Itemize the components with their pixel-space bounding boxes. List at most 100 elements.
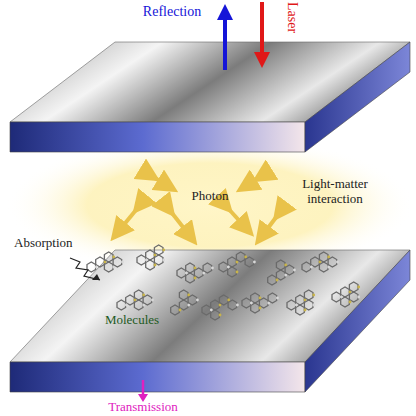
interaction-label: Light-matter interaction	[290, 177, 380, 207]
top-mirror	[10, 42, 410, 152]
molecule-ring	[328, 257, 337, 267]
molecule-ring	[319, 262, 328, 272]
molecules-drawing	[87, 245, 360, 320]
atom	[194, 277, 197, 280]
atom	[162, 259, 165, 262]
molecule-ring	[146, 250, 155, 260]
laser-arrow	[260, 2, 264, 60]
atom	[219, 314, 222, 317]
molecule-ring	[113, 257, 122, 267]
reflection-label: Reflection	[143, 4, 201, 20]
atom	[310, 266, 313, 269]
molecule-ring	[104, 262, 113, 272]
atom	[357, 286, 360, 289]
reflection-arrow	[223, 14, 227, 70]
molecule-ring	[341, 287, 350, 297]
atom	[312, 304, 315, 307]
molecule-ring	[179, 300, 188, 310]
absorption-label: Absorption	[14, 236, 73, 251]
atom	[185, 272, 188, 275]
molecule-ring	[202, 305, 211, 315]
molecule-ring	[236, 252, 245, 262]
molecule-ring	[245, 257, 254, 267]
laser-head	[254, 52, 270, 68]
molecule-ring	[296, 305, 305, 315]
molecule-ring	[143, 295, 152, 305]
molecule-ring	[304, 300, 313, 310]
atom	[276, 297, 279, 300]
atom	[236, 304, 239, 307]
molecule-ring	[251, 303, 260, 313]
molecule-ring	[341, 297, 350, 307]
molecule-ring	[242, 298, 251, 308]
atom	[125, 304, 128, 307]
atom	[179, 309, 182, 312]
molecule-ring	[276, 260, 285, 270]
atom	[211, 267, 214, 270]
photon-label: Photon	[192, 189, 229, 204]
molecule-ring	[137, 255, 146, 265]
molecule-ring	[126, 295, 135, 305]
molecule-ring	[117, 300, 126, 310]
molecule-ring	[154, 255, 163, 265]
bottom-mirror	[10, 250, 410, 392]
molecule-ring	[186, 263, 195, 273]
molecules-label: Molecules	[105, 313, 159, 328]
transmission-label: Transmission	[108, 400, 178, 415]
molecule-ring	[211, 310, 220, 320]
atom	[236, 271, 239, 274]
molecule-ring	[259, 298, 268, 308]
atom	[340, 296, 343, 299]
atom	[151, 299, 154, 302]
absorption-head	[92, 274, 100, 280]
molecule-ring	[251, 293, 260, 303]
molecule-ring	[171, 305, 180, 315]
molecule-ring	[276, 270, 285, 280]
atom	[250, 302, 253, 305]
atom	[162, 249, 165, 252]
atom	[336, 261, 339, 264]
atom	[349, 301, 352, 304]
molecule-ring	[287, 300, 296, 310]
atom	[304, 309, 307, 312]
reflection-head	[217, 4, 233, 20]
molecule-ring	[302, 262, 311, 272]
molecule-ring	[188, 295, 197, 305]
atom	[312, 294, 315, 297]
atom	[253, 261, 256, 264]
molecule-ring	[268, 293, 277, 303]
molecule-ring	[304, 290, 313, 300]
molecule-ring	[211, 300, 220, 310]
molecule-ring	[194, 268, 203, 278]
molecule-ring	[219, 262, 228, 272]
molecule-ring	[268, 275, 277, 285]
molecule-ring	[296, 295, 305, 305]
atom	[259, 307, 262, 310]
molecule-ring	[179, 290, 188, 300]
atom	[95, 266, 98, 269]
molecule-ring	[104, 252, 113, 262]
transmission-arrow	[142, 380, 145, 396]
molecule-ring	[203, 263, 212, 273]
molecule-ring	[332, 292, 341, 302]
atom	[145, 259, 148, 262]
molecule-ring	[228, 300, 237, 310]
molecule-ring	[134, 300, 143, 310]
molecule-ring	[146, 260, 155, 270]
molecule-ring	[228, 257, 237, 267]
atom	[295, 304, 298, 307]
molecule-ring	[349, 282, 358, 292]
atom	[276, 279, 279, 282]
atom	[196, 299, 199, 302]
atom	[154, 264, 157, 267]
absorption-arrow	[70, 258, 100, 280]
atom	[293, 269, 296, 272]
laser-label: Laser	[284, 2, 300, 33]
molecule-ring	[219, 295, 228, 305]
atom	[210, 309, 213, 312]
molecule-ring	[285, 265, 294, 275]
molecule-ring	[228, 267, 237, 277]
molecule-ring	[96, 257, 105, 267]
